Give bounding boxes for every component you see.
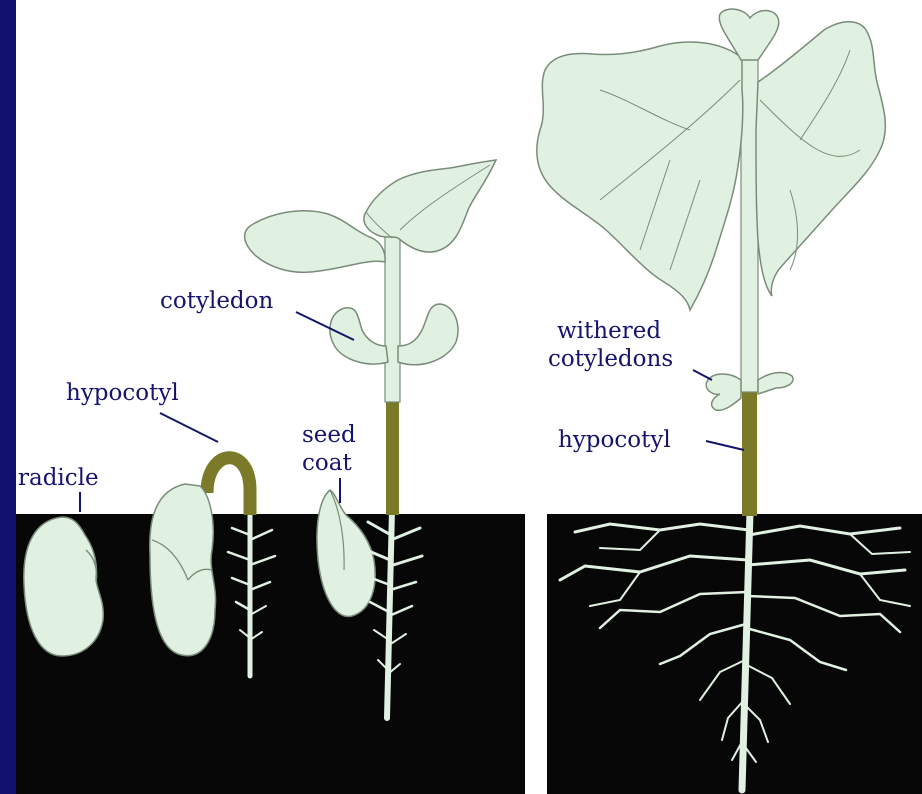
cotyledon-icon — [330, 308, 388, 364]
stage4-epicotyl — [385, 235, 400, 402]
frame-bar — [0, 0, 16, 794]
label-seed-coat-line2: coat — [302, 450, 352, 476]
labels: radicle hypocotyl seed coat cotyledon wi… — [18, 288, 744, 512]
label-seed-coat-line1: seed — [302, 422, 356, 448]
label-withered-line2: cotyledons — [548, 346, 673, 372]
mature-leaf-left — [537, 42, 743, 310]
leader-hypocotyl-stage5 — [706, 441, 744, 450]
label-radicle: radicle — [18, 465, 99, 491]
label-cotyledon: cotyledon — [160, 288, 274, 314]
label-hypocotyl-stage5: hypocotyl — [558, 427, 671, 453]
cotyledon-right — [398, 304, 458, 365]
leader-hypocotyl-stage2 — [160, 413, 218, 442]
stage4-hypocotyl — [386, 400, 399, 515]
stage5-hypocotyl — [742, 390, 757, 516]
label-hypocotyl-stage2: hypocotyl — [66, 380, 179, 406]
label-withered-line1: withered — [557, 318, 661, 344]
stage5-stem — [741, 20, 758, 392]
mature-leaf-right — [756, 22, 885, 296]
hypocotyl-hook — [207, 458, 250, 515]
leader-withered — [693, 370, 712, 380]
soil-panel-right — [547, 514, 922, 794]
